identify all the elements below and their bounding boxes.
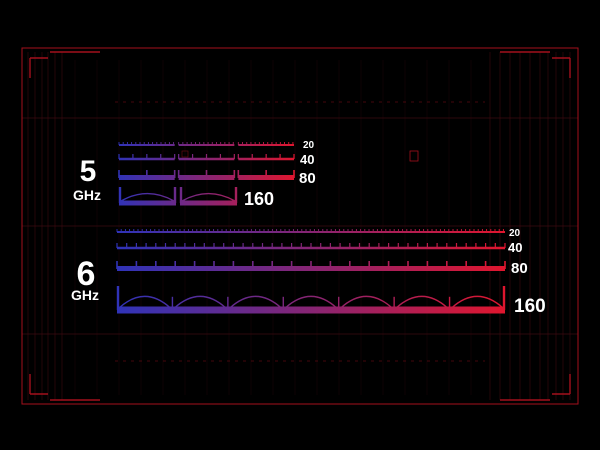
channel-bar xyxy=(117,306,505,314)
channel xyxy=(237,142,294,146)
band-6-channel-rows xyxy=(116,229,506,314)
channel xyxy=(116,229,505,233)
channel xyxy=(179,187,238,206)
channel xyxy=(116,243,506,250)
frame-corner xyxy=(29,57,48,78)
channel xyxy=(178,142,235,146)
band-5-number: 5 xyxy=(80,155,97,188)
channel xyxy=(178,154,235,161)
channel-arc xyxy=(181,192,236,202)
band-5ghz: 5 GHz 20 40 80 160 xyxy=(73,140,316,209)
channel xyxy=(118,154,176,161)
band-6-width-160: 160 xyxy=(514,296,546,317)
channel xyxy=(237,170,295,180)
band-5-channel-rows xyxy=(118,142,295,206)
band-6-width-80: 80 xyxy=(511,260,528,277)
channel xyxy=(177,170,236,180)
band-6ghz: 6 GHz 20 40 80 160 xyxy=(71,228,546,317)
band-5-width-20: 20 xyxy=(303,140,315,151)
channel xyxy=(118,170,176,180)
frame-corner xyxy=(29,374,48,395)
frame-corner xyxy=(552,57,571,78)
hud-frame xyxy=(21,47,579,405)
channel-arc xyxy=(118,295,171,309)
band-6-number: 6 xyxy=(77,255,96,293)
band-6-unit: GHz xyxy=(71,287,99,303)
channel xyxy=(237,154,295,161)
channel-bar xyxy=(180,200,237,206)
channel-arc xyxy=(120,192,175,202)
channel xyxy=(118,187,177,206)
band-5-width-40: 40 xyxy=(300,152,314,167)
channel-arc xyxy=(451,295,504,309)
frame-corner xyxy=(552,374,571,395)
band-5-width-160: 160 xyxy=(244,189,274,209)
channel xyxy=(118,142,175,146)
channel-arc xyxy=(173,295,227,309)
band-6-width-20: 20 xyxy=(509,228,521,239)
band-5-width-80: 80 xyxy=(299,170,316,187)
hud-marker xyxy=(181,150,189,158)
band-5-unit: GHz xyxy=(73,187,101,203)
channel-arc xyxy=(340,295,393,309)
channel xyxy=(116,261,506,271)
band-6-width-40: 40 xyxy=(508,240,522,255)
channel xyxy=(116,286,506,314)
channel-arc xyxy=(229,295,282,309)
hud-marker xyxy=(409,150,419,162)
channel-arc xyxy=(284,295,338,309)
channel-bar xyxy=(119,200,176,206)
frame-outline xyxy=(21,47,579,405)
channel-arc xyxy=(395,295,449,309)
